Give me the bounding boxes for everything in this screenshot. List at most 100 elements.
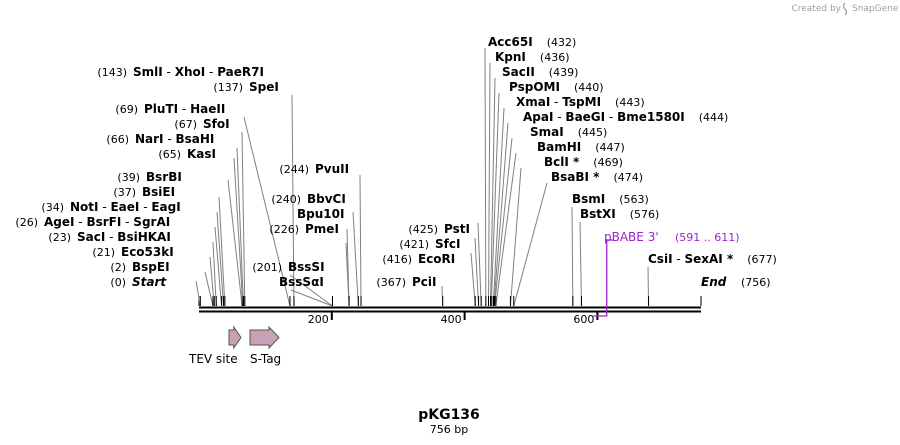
enzyme-name: BamHI <box>537 140 581 154</box>
site-position: (201) <box>252 261 282 274</box>
site-kasi[interactable]: (65)KasI <box>158 147 243 307</box>
site-name: Acc65I <box>488 35 533 49</box>
enzyme-name: BssSI <box>288 260 325 274</box>
site-bsiei[interactable]: (37)BsiEI <box>113 185 225 307</box>
site-leader-line <box>488 62 491 307</box>
site-leader-line <box>236 147 244 307</box>
plasmid-name: pKG136 <box>418 407 480 423</box>
primer-pbabe3[interactable]: pBABE 3'(591 .. 611) <box>593 230 740 317</box>
site-xmai-tspmi[interactable]: (443) XmaI - TspMI <box>492 95 645 307</box>
site-bcli[interactable]: (469)BclI * <box>509 155 623 307</box>
enzyme-name: PaeR7I <box>217 65 264 79</box>
enzyme-name: NotI <box>70 200 99 214</box>
site-name: KpnI <box>495 50 526 64</box>
site-bstxi[interactable]: (576)BstXI <box>579 207 659 307</box>
site-acc65i[interactable]: (432) Acc65I <box>484 35 577 307</box>
enzyme-name: XhoI <box>175 65 206 79</box>
site-position: (443) <box>615 96 645 109</box>
site-position: (69) <box>115 103 138 116</box>
site-leader-line <box>495 152 517 307</box>
site-bsss-i[interactable]: BssSαI <box>279 275 333 307</box>
enzyme-name: BsrFI <box>86 215 121 229</box>
site-position: (756) <box>741 276 771 289</box>
enzyme-name: AgeI <box>44 215 74 229</box>
feature-label: TEV site <box>188 352 238 366</box>
site-leader-line <box>571 206 574 307</box>
feature-tev-site[interactable]: TEV site <box>188 325 242 366</box>
site-pvuii[interactable]: (244)PvuII <box>279 162 362 307</box>
site-pluti-haeii[interactable]: (69)PluTI - HaeII <box>115 102 246 307</box>
site-name: BsaBI * <box>551 170 600 184</box>
site-end[interactable]: End(756) <box>700 275 771 306</box>
site-sacii[interactable]: (439)SacII <box>490 65 579 307</box>
primer-bracket <box>593 239 613 317</box>
site-position: (143) <box>97 66 127 79</box>
enzyme-name: BclI * <box>544 155 580 169</box>
site-psti[interactable]: (425)PstI <box>408 222 482 307</box>
site-sfci[interactable]: (421) SfcI <box>399 237 480 307</box>
feature-s-tag[interactable]: S-Tag <box>249 325 281 366</box>
site-bpu10i[interactable]: Bpu10I <box>297 207 350 307</box>
site-ecori[interactable]: (416)EcoRI <box>382 252 476 307</box>
site-apai-baegi-bme1580i[interactable]: (444)ApaI - BaeGI - Bme1580I <box>493 110 729 307</box>
enzyme-name: CsiI <box>648 252 673 266</box>
enzyme-name: Eco53kI <box>121 245 174 259</box>
site-agei-bsrfi-sgrai[interactable]: (26)AgeI - BsrFI - SgrAI <box>15 215 217 307</box>
site-pmei[interactable]: (226)PmeI <box>269 222 350 307</box>
separator: - <box>178 102 190 116</box>
enzyme-name: HaeII <box>190 102 225 116</box>
site-pspomi[interactable]: (440)PspOMI <box>490 80 604 307</box>
enzyme-name: SacII <box>502 65 535 79</box>
enzyme-name: KasI <box>187 147 216 161</box>
site-spei[interactable]: (137)SpeI <box>213 80 291 307</box>
enzyme-name: BbvCI <box>307 192 346 206</box>
enzyme-name: BsaHI <box>176 132 215 146</box>
site-bsmi[interactable]: (563) BsmI <box>571 192 649 307</box>
site-bsabi[interactable]: (474)BsaBI * <box>513 170 643 307</box>
enzyme-name: BsaBI * <box>551 170 600 184</box>
site-pcii[interactable]: (367) PciI <box>376 275 444 307</box>
site-position: (66) <box>106 133 129 146</box>
site-position: (432) <box>547 36 577 49</box>
site-noti-eaei-eagi[interactable]: (34)NotI - EaeI - EagI <box>41 200 223 307</box>
site-bsrbi[interactable]: (39)BsrBI <box>117 170 226 307</box>
ruler-tick-label: 400 <box>441 313 462 326</box>
site-name: BssSI <box>288 260 325 274</box>
site-leader-line <box>474 237 480 307</box>
site-csii-sexai[interactable]: (677)CsiI - SexAI * <box>647 252 777 307</box>
site-name: BssSαI <box>279 275 324 289</box>
site-leader-line <box>509 167 522 307</box>
site-position: (2) <box>110 261 126 274</box>
site-smai[interactable]: (445)SmaI <box>493 125 607 307</box>
site-eco53ki[interactable]: (21)Eco53kI <box>92 245 214 307</box>
site-position: (416) <box>382 253 412 266</box>
site-leader-line <box>241 131 246 307</box>
enzyme-name: Acc65I <box>488 35 533 49</box>
site-position: (563) <box>619 193 649 206</box>
enzyme-name: PmeI <box>305 222 339 236</box>
enzyme-name: BssSαI <box>279 275 324 289</box>
site-kpni[interactable]: (436)KpnI <box>488 50 570 307</box>
site-sfoi[interactable]: (67)SfoI <box>174 117 244 307</box>
ruler-tick-label: 600 <box>573 313 594 326</box>
site-bamhi[interactable]: (447)BamHI <box>495 140 625 307</box>
separator: - <box>673 252 685 266</box>
site-name: PciI <box>412 275 437 289</box>
site-name: XmaI - TspMI <box>516 95 601 109</box>
site-name: BamHI <box>537 140 581 154</box>
site-bbvci[interactable]: (240) BbvCI <box>271 192 359 307</box>
site-start[interactable]: (0)Start <box>110 275 200 306</box>
site-position: (367) <box>376 276 406 289</box>
site-bspei[interactable]: (2)BspEI <box>110 260 201 307</box>
site-position: (421) <box>399 238 429 251</box>
enzyme-name: SfcI <box>435 237 460 251</box>
site-position: (240) <box>271 193 301 206</box>
site-name: SacI - BsiHKAI <box>77 230 171 244</box>
separator: - <box>105 230 117 244</box>
site-leader-line <box>346 228 350 307</box>
site-name: Eco53kI <box>121 245 174 259</box>
site-name: BsmI <box>572 192 605 206</box>
site-name: ApaI - BaeGI - Bme1580I <box>523 110 685 124</box>
site-saci-bsihkai[interactable]: (23)SacI - BsiHKAI <box>48 230 215 307</box>
site-smli-xhoi-paer7i[interactable]: (143)SmlI - XhoI - PaeR7I <box>97 65 295 307</box>
